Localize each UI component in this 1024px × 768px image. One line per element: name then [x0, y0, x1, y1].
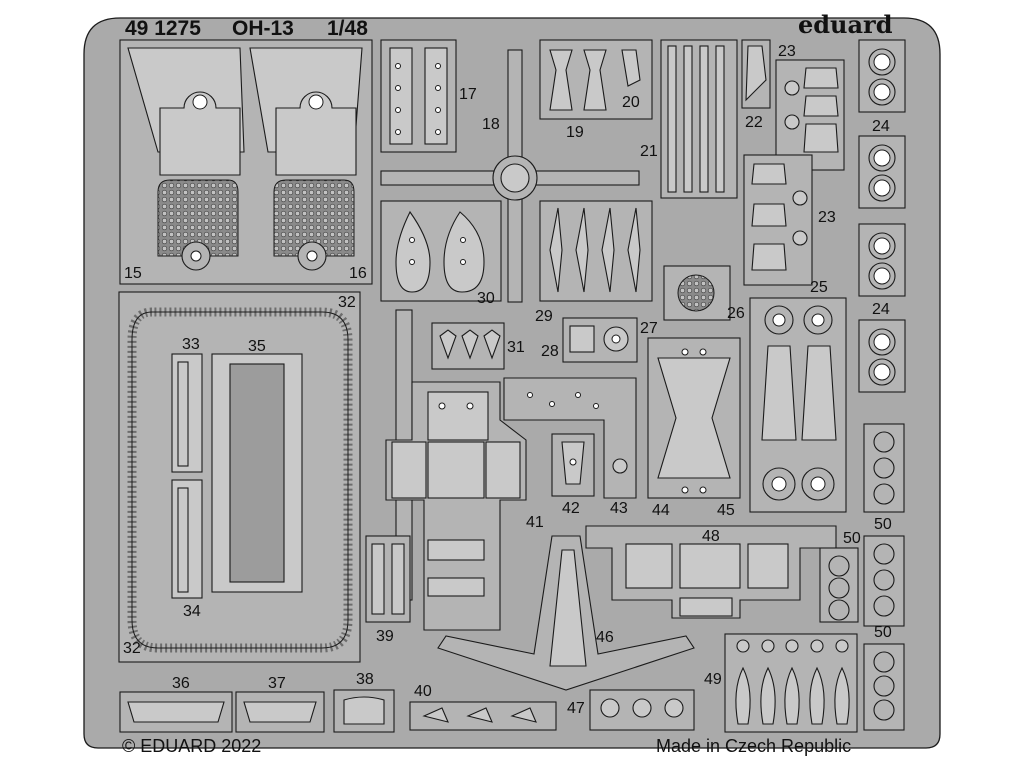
part-label-37: 37: [268, 675, 286, 692]
part-label-40: 40: [414, 683, 432, 700]
part-41: 41: [385, 309, 544, 631]
part-17: 17: [380, 39, 477, 153]
part-label-28: 28: [541, 343, 559, 360]
part-label-29: 29: [535, 308, 553, 325]
part-24-upper: 24: [858, 39, 906, 209]
part-label-41: 41: [526, 514, 544, 531]
part-label-47: 47: [567, 700, 585, 717]
part-50-lower: 50: [863, 624, 905, 731]
part-44-45: 44 45: [647, 337, 741, 519]
part-label-39: 39: [376, 628, 394, 645]
part-39: 39: [365, 535, 411, 645]
part-21: 21: [640, 39, 738, 199]
part-label-50-side: 50: [843, 530, 861, 547]
part-15-16: 15 16: [119, 39, 373, 285]
part-label-17: 17: [459, 86, 477, 103]
part-label-50-lower: 50: [874, 624, 892, 641]
part-49: 49: [704, 633, 858, 733]
part-label-49: 49: [704, 671, 722, 688]
part-40: 40: [409, 683, 557, 731]
part-label-44: 44: [652, 502, 670, 519]
part-label-30: 30: [477, 290, 495, 307]
part-label-23-bottom: 23: [818, 209, 836, 226]
part-50-upper: 50: [863, 423, 905, 627]
part-label-36: 36: [172, 675, 190, 692]
part-47: 47: [567, 689, 695, 731]
part-48: 48: [585, 525, 837, 619]
part-label-21: 21: [640, 143, 658, 160]
part-31: 31: [431, 322, 525, 370]
part-33-34-35: 33 34 35: [171, 336, 303, 620]
part-38: 38: [333, 671, 395, 733]
catalog-number: 49 1275: [125, 17, 201, 40]
part-label-42: 42: [562, 500, 580, 517]
part-26: 26: [663, 265, 745, 322]
part-36: 36: [119, 675, 233, 733]
part-30: 30: [380, 200, 502, 307]
part-24-lower: 24: [858, 223, 906, 393]
part-23-top: 23: [775, 43, 845, 171]
part-label-25: 25: [810, 279, 828, 296]
part-label-26: 26: [727, 305, 745, 322]
part-42-43: 42 43: [503, 377, 637, 517]
part-label-16: 16: [349, 265, 367, 282]
part-label-48: 48: [702, 528, 720, 545]
part-label-24-lower: 24: [872, 301, 890, 318]
part-label-20: 20: [622, 94, 640, 111]
part-25: 25: [749, 279, 847, 513]
part-label-32-top: 32: [338, 294, 356, 311]
origin-notice: Made in Czech Republic: [656, 736, 851, 756]
brand-logo: eduard: [798, 10, 893, 39]
part-22: 22: [741, 39, 771, 131]
part-label-45: 45: [717, 502, 735, 519]
part-label-34: 34: [183, 603, 201, 620]
part-label-24-upper: 24: [872, 118, 890, 135]
part-label-50-upper: 50: [874, 516, 892, 533]
part-label-31: 31: [507, 339, 525, 356]
part-label-32-bottom: 32: [123, 640, 141, 657]
part-23-bottom: 23: [743, 154, 836, 286]
part-label-46: 46: [596, 629, 614, 646]
part-37: 37: [235, 675, 325, 733]
part-label-43: 43: [610, 500, 628, 517]
part-label-23-top: 23: [778, 43, 796, 60]
part-29: 29: [535, 200, 653, 325]
part-18: 18: [380, 49, 640, 303]
part-label-18: 18: [482, 116, 500, 133]
model-name: OH-13: [232, 17, 294, 40]
copyright-notice: © EDUARD 2022: [122, 736, 261, 756]
part-label-35: 35: [248, 338, 266, 355]
part-label-15: 15: [124, 265, 142, 282]
part-label-38: 38: [356, 671, 374, 688]
part-46: 46: [437, 535, 695, 691]
part-label-22: 22: [745, 114, 763, 131]
scale-label: 1/48: [327, 17, 368, 40]
part-27-28: 27 28: [541, 317, 658, 363]
part-label-33: 33: [182, 336, 200, 353]
part-19-20: 19 20: [539, 39, 653, 141]
part-label-27: 27: [640, 320, 658, 337]
part-label-19: 19: [566, 124, 584, 141]
part-50-side: 50: [819, 530, 861, 623]
